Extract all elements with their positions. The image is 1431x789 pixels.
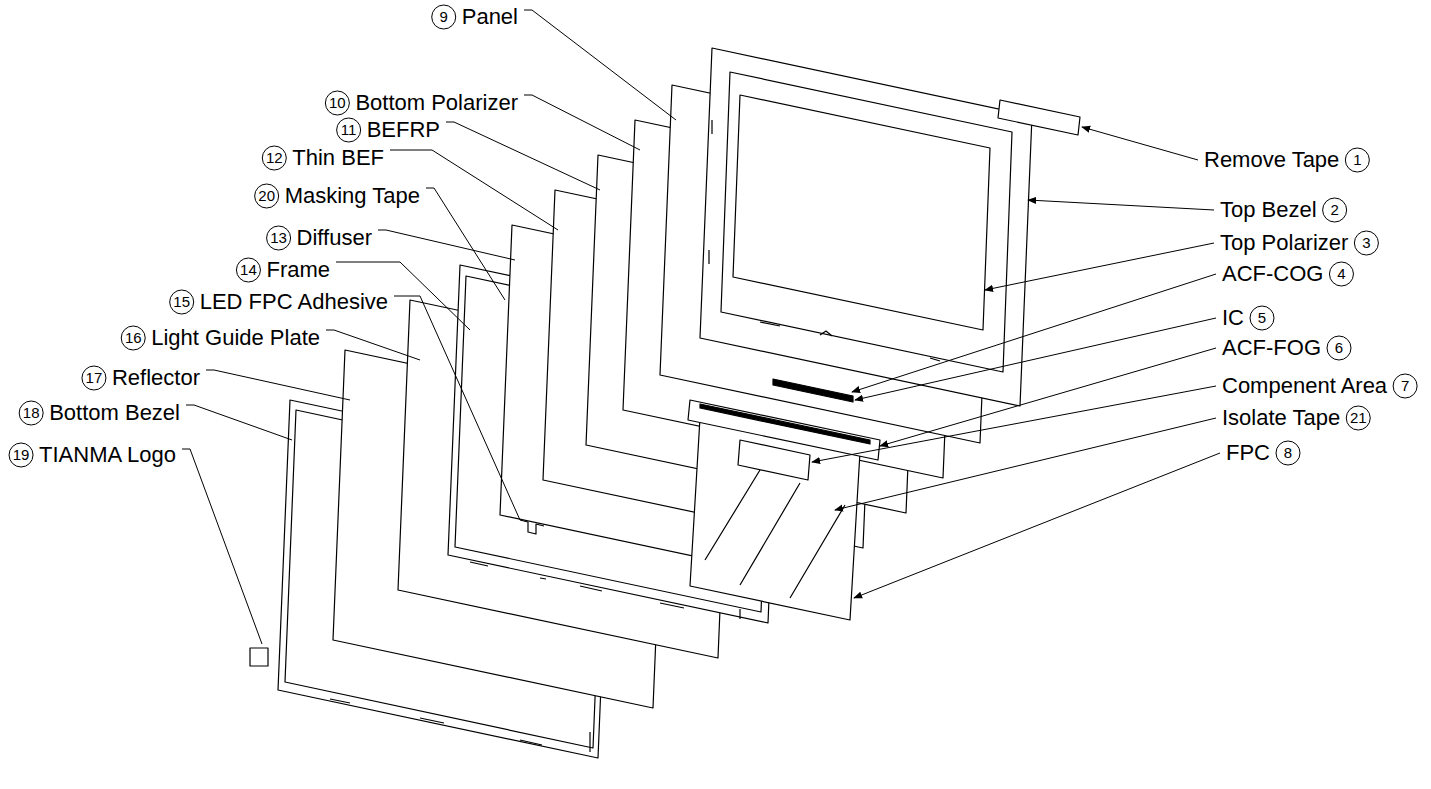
isolate-tape-hatch (705, 470, 845, 598)
part-name: IC (1222, 306, 1244, 330)
callout-number: 17 (86, 370, 103, 386)
leader-arrow (852, 274, 1216, 392)
callout-circle (82, 366, 106, 390)
callout-circle (337, 118, 361, 142)
part-name: LED FPC Adhesive (200, 290, 388, 314)
callout-circle (121, 326, 145, 350)
bezel-details (709, 120, 940, 361)
part-name: Isolate Tape (1222, 406, 1340, 430)
callout-circle (9, 443, 33, 467)
part-name: Thin BEF (292, 146, 384, 170)
callout-number: 2 (1330, 202, 1338, 218)
leader-line (378, 230, 515, 260)
callout-number: 18 (23, 405, 40, 421)
callout-number: 3 (1362, 235, 1370, 251)
callout-circle (255, 184, 279, 208)
top-bezel-window (721, 72, 1012, 372)
callout-circle (1354, 231, 1378, 255)
callout-number: 20 (258, 188, 275, 204)
leader-line (426, 188, 505, 300)
callout-number: 15 (173, 294, 190, 310)
part-name: ACF-FOG (1222, 336, 1321, 360)
leader-line (182, 449, 262, 644)
callout-number: 11 (341, 122, 357, 138)
part-name: Compenent Area (1222, 374, 1387, 398)
leader-line (206, 370, 350, 400)
component-area (738, 440, 810, 480)
acf-fog (700, 404, 870, 444)
callout-circle (1327, 336, 1351, 360)
leader-arrow (880, 348, 1216, 446)
callout-circle (1250, 306, 1274, 330)
callout-circle (267, 226, 291, 250)
leader-arrow (985, 243, 1214, 290)
part-name: Light Guide Plate (151, 326, 320, 350)
callout-circle (432, 5, 456, 29)
callout-circle (19, 401, 43, 425)
callout-number: 5 (1258, 310, 1266, 326)
leader-arrow (1082, 127, 1198, 160)
leader-line (326, 330, 420, 360)
callout-number: 7 (1401, 378, 1409, 394)
callout-number: 10 (329, 95, 346, 111)
part-name: TIANMA Logo (39, 443, 176, 467)
leader-line (524, 95, 640, 150)
leader-line (186, 405, 292, 440)
ic-chip (773, 379, 853, 402)
part-name: Bottom Polarizer (355, 91, 518, 115)
callout-circle (1345, 148, 1369, 172)
leader-arrow (854, 453, 1220, 598)
callout-number: 9 (440, 9, 448, 25)
callout-circle (1329, 262, 1353, 286)
remove-tape (998, 100, 1080, 135)
part-name: Panel (462, 5, 518, 29)
leader-arrow (855, 318, 1216, 400)
leader-arrow (835, 418, 1216, 510)
callout-number: 13 (270, 230, 287, 246)
leader-line (394, 296, 520, 520)
part-name: Diffuser (297, 226, 372, 250)
leader-arrow (1028, 200, 1214, 210)
tianma-logo (250, 648, 268, 666)
part-name: Masking Tape (285, 184, 420, 208)
leader-line (446, 122, 600, 190)
callout-number: 4 (1337, 266, 1345, 282)
bezel-tabs (330, 699, 590, 752)
leader-line (524, 10, 676, 120)
part-name: Top Polarizer (1220, 231, 1348, 255)
callout-number: 21 (1350, 410, 1367, 426)
callout-circle (236, 258, 260, 282)
callout-circle (1323, 198, 1347, 222)
top-polarizer (733, 95, 990, 330)
top-bezel (700, 48, 1032, 406)
part-name: Remove Tape (1204, 148, 1339, 172)
callout-circle (1393, 374, 1417, 398)
part-name: BEFRP (367, 118, 440, 142)
part-name: ACF-COG (1222, 262, 1323, 286)
callout-number: 19 (13, 447, 30, 463)
callout-number: 1 (1353, 152, 1361, 168)
callout-number: 14 (240, 262, 257, 278)
callout-circle (325, 91, 349, 115)
callout-number: 12 (266, 150, 283, 166)
callout-number: 8 (1284, 445, 1292, 461)
leader-arrow (812, 386, 1216, 462)
callout-circle (262, 146, 286, 170)
part-name: FPC (1226, 441, 1270, 465)
callout-circle (170, 290, 194, 314)
part-name: Top Bezel (1220, 198, 1317, 222)
callout-circle (1346, 406, 1370, 430)
callout-number: 6 (1335, 340, 1343, 356)
part-name: Bottom Bezel (49, 401, 180, 425)
part-name: Frame (266, 258, 330, 282)
callout-number: 16 (125, 330, 142, 346)
part-name: Reflector (112, 366, 200, 390)
callout-circle (1276, 441, 1300, 465)
